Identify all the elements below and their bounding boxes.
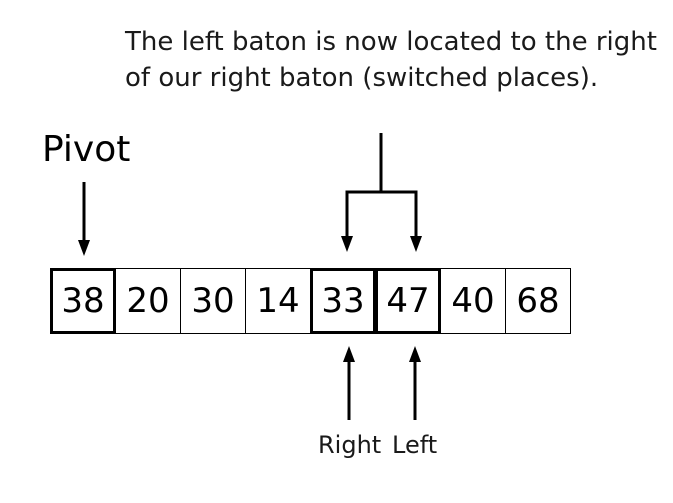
right-baton-arrow <box>343 346 355 420</box>
left-baton-label: Left <box>392 431 438 459</box>
array-cell-6: 40 <box>440 268 506 334</box>
left-baton-arrow <box>409 346 421 420</box>
array-cell-0: 38 <box>50 268 116 334</box>
caption: The left baton is now located to the rig… <box>125 24 665 96</box>
pivot-arrow <box>78 182 90 256</box>
array-cell-3: 14 <box>245 268 311 334</box>
array-cell-5: 47 <box>375 268 441 334</box>
swap-bracket-arrow <box>341 133 422 252</box>
caption-line-2: of our right baton (switched places). <box>125 63 599 93</box>
array: 38 20 30 14 33 47 40 68 <box>50 268 571 334</box>
right-baton-label: Right <box>318 431 382 459</box>
pivot-label: Pivot <box>42 129 131 170</box>
array-cell-7: 68 <box>505 268 571 334</box>
array-cell-4: 33 <box>310 268 376 334</box>
caption-line-1: The left baton is now located to the rig… <box>125 27 657 57</box>
array-cell-2: 30 <box>180 268 246 334</box>
array-cell-1: 20 <box>115 268 181 334</box>
